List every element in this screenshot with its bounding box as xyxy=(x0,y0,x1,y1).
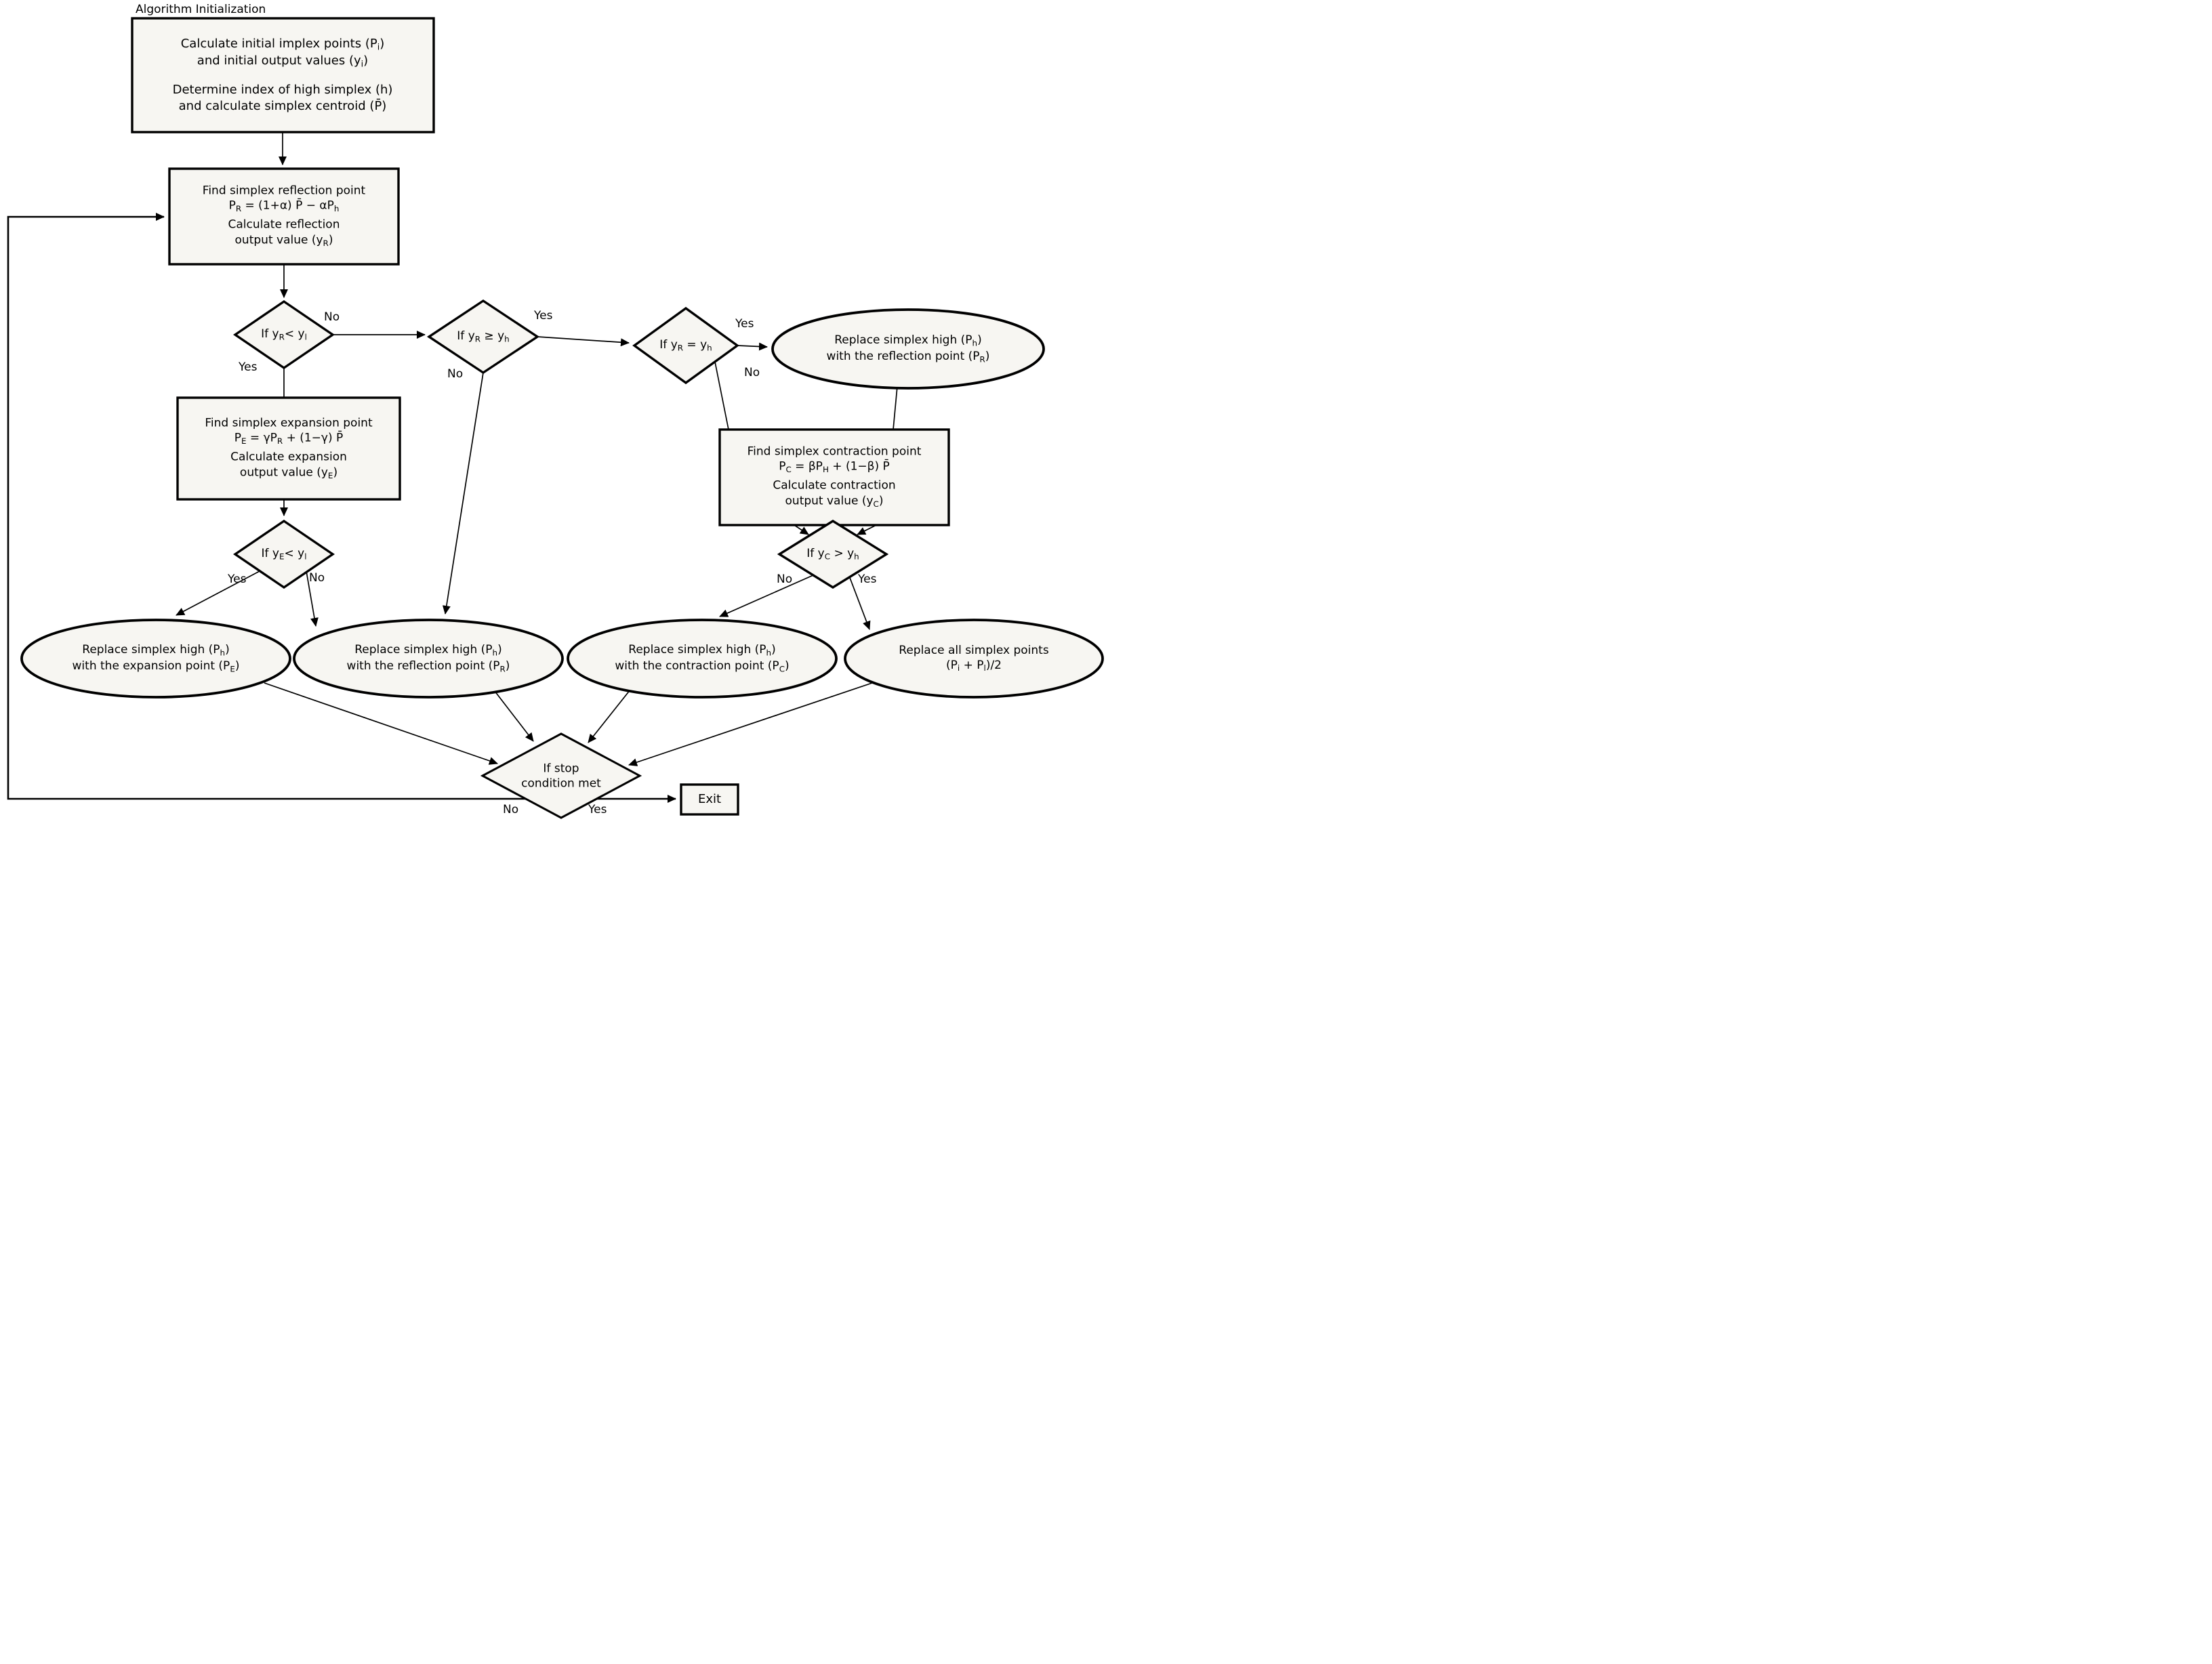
reflect-low-diamond-text: If yR< yl xyxy=(261,327,307,342)
edge-yes-contract-high-to-shrink-ellipse xyxy=(848,575,871,630)
init-line-4: and calculate simplex centroid (P̄) xyxy=(178,99,387,114)
edge-no-stop-feedback-loop xyxy=(7,213,525,800)
replace-reflection-top-ellipse xyxy=(771,308,1045,390)
reflect-low-diamond xyxy=(232,299,335,370)
edge-yes-reflect-high-to-reflect-eq xyxy=(537,336,630,347)
reflection-formula: PR = (1+α) P̄ − αPh xyxy=(228,199,340,214)
edge-yes-reflect-eq-to-replace-reflection-ellipse xyxy=(737,342,768,351)
edge-no-contract-high-to-contraction-ellipse xyxy=(719,575,814,617)
stop-no-label: No xyxy=(503,803,519,816)
replace-reflection-ellipse xyxy=(293,619,564,699)
edge-no-reflect-high-to-reflection-ellipse xyxy=(442,372,484,615)
reflect-low-yes-label: Yes xyxy=(239,360,258,374)
contract-high-no-label: No xyxy=(777,573,793,586)
init-box xyxy=(131,17,435,133)
contraction-line-3: Calculate contraction xyxy=(773,479,896,493)
contraction-box xyxy=(718,428,950,526)
exit-box-text: Exit xyxy=(697,792,722,807)
reflect-eq-no-label: No xyxy=(744,366,760,379)
contraction-formula: PC = βPH + (1−β) P̄ xyxy=(779,459,890,475)
stop-line-1: If stop xyxy=(543,762,579,776)
reflection-box-text: Find simplex reflection point PR = (1+α)… xyxy=(203,184,365,249)
expansion-formula: PE = γPR + (1−γ) P̄ xyxy=(234,431,344,446)
reflect-high-diamond-text: If yR ≥ yh xyxy=(457,329,510,344)
reflection-line-4: output value (yR) xyxy=(234,233,333,248)
edge-replace-reflection-ellipse-to-contraction xyxy=(893,386,898,430)
contraction-line-4: output value (yC) xyxy=(785,494,884,509)
reflect-high-no-label: No xyxy=(447,367,464,381)
reflect-eq-diamond xyxy=(632,306,739,385)
contraction-box-text: Find simplex contraction point PC = βPH … xyxy=(747,444,922,510)
edge-reflection-ellipse-to-stop xyxy=(494,690,534,742)
init-box-text: Calculate initial implex points (Pi) and… xyxy=(173,36,393,115)
init-line-3: Determine index of high simplex (h) xyxy=(172,83,393,98)
edge-contraction-to-contract-high-right xyxy=(857,524,877,535)
expansion-line-3: Calculate expansion xyxy=(230,451,347,464)
contract-high-diamond-text: If yC > yh xyxy=(806,546,859,562)
replace-all-points-ellipse xyxy=(844,619,1104,699)
exit-box xyxy=(680,783,739,816)
edge-contraction-ellipse-to-stop xyxy=(588,689,631,743)
expansion-line-4: output value (yE) xyxy=(239,465,338,480)
replace-expansion-ellipse xyxy=(20,619,291,699)
edge-shrink-ellipse-to-stop xyxy=(628,682,875,766)
reflection-line-3: Calculate reflection xyxy=(228,218,340,232)
edge-contraction-to-contract-high-left xyxy=(794,524,809,535)
reflect-high-diamond xyxy=(426,299,540,375)
reflect-high-yes-label: Yes xyxy=(534,309,553,323)
expansion-box-text: Find simplex expansion point PE = γPR + … xyxy=(205,416,372,482)
expand-low-diamond-text: If yE< yl xyxy=(261,546,307,562)
reflection-line-1: Find simplex reflection point xyxy=(202,184,366,198)
edge-expansion-ellipse-to-stop xyxy=(264,682,498,765)
replace-expansion-text: Replace simplex high (Ph) with the expan… xyxy=(72,642,240,674)
reflect-eq-yes-label: Yes xyxy=(735,317,754,331)
stop-condition-text: If stop condition met xyxy=(521,762,601,792)
flowchart-page: Algorithm Initialization Calculate initi… xyxy=(0,0,1106,832)
contract-high-yes-label: Yes xyxy=(858,573,877,586)
replace-all-points-text: Replace all simplex points (Pi + Pl)/2 xyxy=(899,643,1049,673)
reflect-low-no-label: No xyxy=(324,310,340,324)
reflection-box xyxy=(168,167,400,266)
stop-condition-diamond xyxy=(480,732,642,819)
edge-no-reflect-eq-to-contraction xyxy=(714,361,729,430)
replace-reflection-text: Replace simplex high (Ph) with the refle… xyxy=(346,642,510,674)
replace-reflection-top-text: Replace simplex high (Ph) with the refle… xyxy=(826,333,990,365)
stop-line-2: condition met xyxy=(521,777,601,791)
expand-low-diamond xyxy=(232,519,335,589)
replace-contraction-text: Replace simplex high (Ph) with the contr… xyxy=(615,642,790,674)
expand-low-yes-label: Yes xyxy=(228,573,247,586)
diagram-title: Algorithm Initialization xyxy=(136,3,266,16)
edge-no-expand-low-to-reflection-ellipse xyxy=(306,570,319,627)
contract-high-diamond xyxy=(777,519,889,589)
reflect-eq-diamond-text: If yR = yh xyxy=(659,337,712,353)
flowchart-canvas xyxy=(7,17,1104,819)
expansion-box xyxy=(176,396,401,501)
expansion-line-1: Find simplex expansion point xyxy=(205,416,373,430)
expand-low-no-label: No xyxy=(309,571,325,585)
edge-yes-expand-low-to-expansion-ellipse xyxy=(176,570,260,616)
init-line-1: Calculate initial implex points (Pi) xyxy=(180,37,385,52)
contraction-line-1: Find simplex contraction point xyxy=(747,444,922,459)
init-line-2: and initial output values (yi) xyxy=(197,54,369,69)
stop-yes-label: Yes xyxy=(588,803,607,816)
replace-contraction-ellipse xyxy=(567,619,838,699)
